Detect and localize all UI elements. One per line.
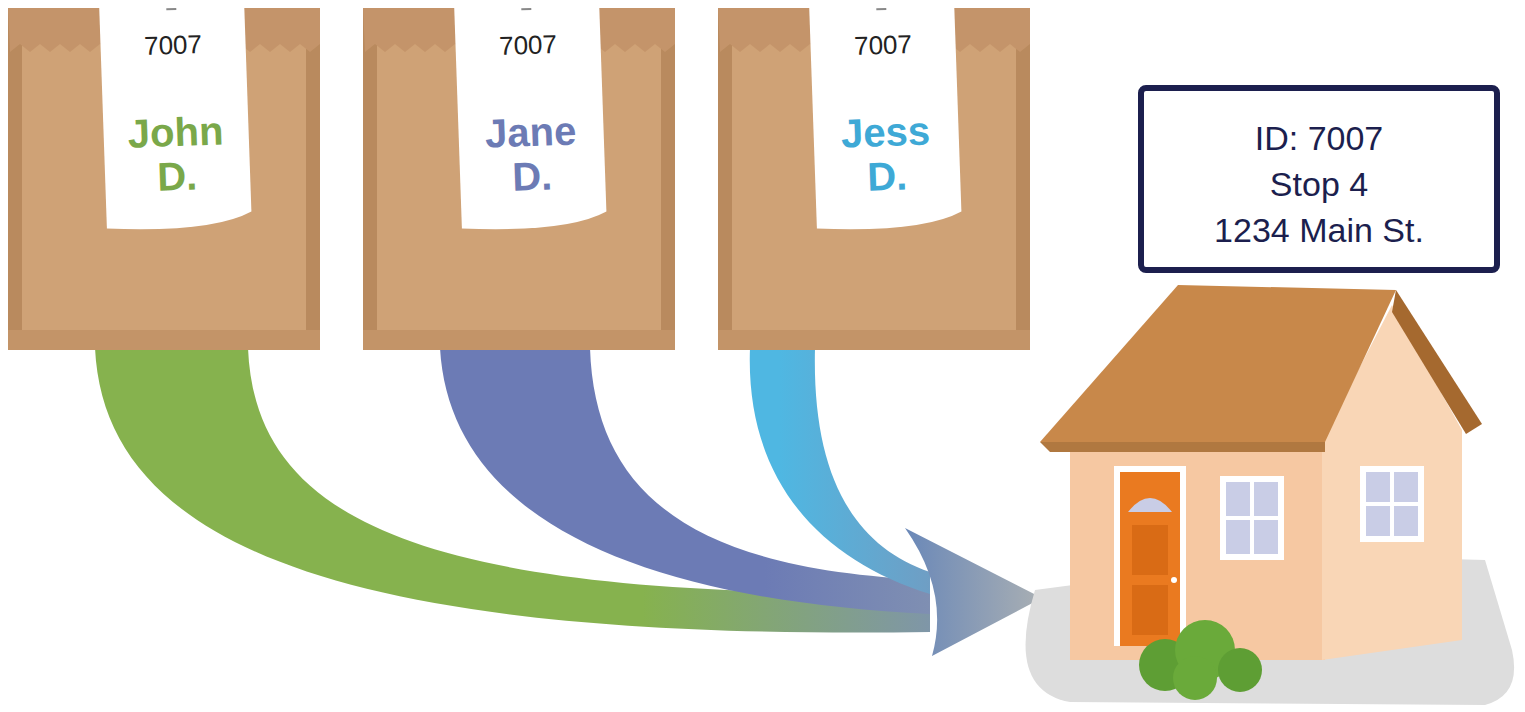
window-pane xyxy=(1366,472,1390,502)
text-group: 7007Jess D. xyxy=(809,0,962,230)
bag-bottom xyxy=(8,330,320,350)
door-panel xyxy=(1132,585,1168,635)
bush xyxy=(1173,656,1217,700)
tag-hole xyxy=(166,8,176,10)
bag-fold xyxy=(8,8,22,350)
bag-body xyxy=(8,8,320,350)
house-roof-eave xyxy=(1040,442,1325,452)
bush xyxy=(1218,648,1262,692)
id-number: 7007 xyxy=(100,28,246,64)
bag-fold xyxy=(306,8,320,350)
tag-paper xyxy=(809,0,962,231)
door-frame xyxy=(1114,466,1186,646)
tag-hole xyxy=(876,8,886,10)
bag-fold xyxy=(718,8,732,350)
door-window xyxy=(1128,498,1172,512)
bag-body xyxy=(718,8,1030,350)
arrow-head xyxy=(905,528,1042,656)
door-knob xyxy=(1171,577,1177,583)
house-door xyxy=(1120,472,1180,646)
green-flow-arrow xyxy=(95,348,930,633)
info-line: Stop 4 xyxy=(1144,161,1494,207)
bag-body xyxy=(363,8,675,350)
window-frame xyxy=(1220,476,1284,560)
info-line: 1234 Main St. xyxy=(1144,207,1494,253)
bag-fold xyxy=(661,8,675,350)
window-pane xyxy=(1394,506,1418,536)
bag-fold xyxy=(363,8,377,350)
bag-tag xyxy=(809,0,962,231)
info-box: ID: 7007Stop 41234 Main St. xyxy=(1138,85,1500,273)
blue-flow-arrow xyxy=(440,348,930,614)
window-frame xyxy=(1360,466,1424,542)
grocery-bag: 7007Jess D. xyxy=(718,0,1030,352)
window-pane xyxy=(1226,520,1250,554)
text-group: 7007John D. xyxy=(99,0,252,230)
tag-hole xyxy=(521,8,531,10)
person-name: Jess D. xyxy=(830,108,943,200)
tag-paper xyxy=(454,0,607,231)
bag-bottom xyxy=(363,330,675,350)
text-group: ID: 7007Stop 41234 Main St. xyxy=(1144,91,1494,253)
bag-bottom xyxy=(718,330,1030,350)
id-number: 7007 xyxy=(810,28,956,64)
person-name: John D. xyxy=(120,108,233,200)
grocery-bag: 7007Jane D. xyxy=(363,0,675,352)
bag-fold xyxy=(1016,8,1030,350)
window-pane xyxy=(1226,482,1250,516)
window-pane xyxy=(1254,520,1278,554)
window-pane xyxy=(1254,482,1278,516)
house-roof-edge xyxy=(1392,290,1482,434)
window-pane xyxy=(1366,506,1390,536)
text-group: 7007Jane D. xyxy=(454,0,607,230)
bag-tag xyxy=(99,0,252,231)
light-blue-flow-arrow xyxy=(750,348,930,594)
house-roof xyxy=(1040,285,1396,442)
window-pane xyxy=(1394,472,1418,502)
grocery-bag: 7007John D. xyxy=(8,0,320,352)
info-line: ID: 7007 xyxy=(1144,115,1494,161)
person-name: Jane D. xyxy=(475,108,588,200)
tag-paper xyxy=(99,0,252,231)
door-panel xyxy=(1132,525,1168,575)
bag-tag xyxy=(454,0,607,231)
id-number: 7007 xyxy=(455,28,601,64)
